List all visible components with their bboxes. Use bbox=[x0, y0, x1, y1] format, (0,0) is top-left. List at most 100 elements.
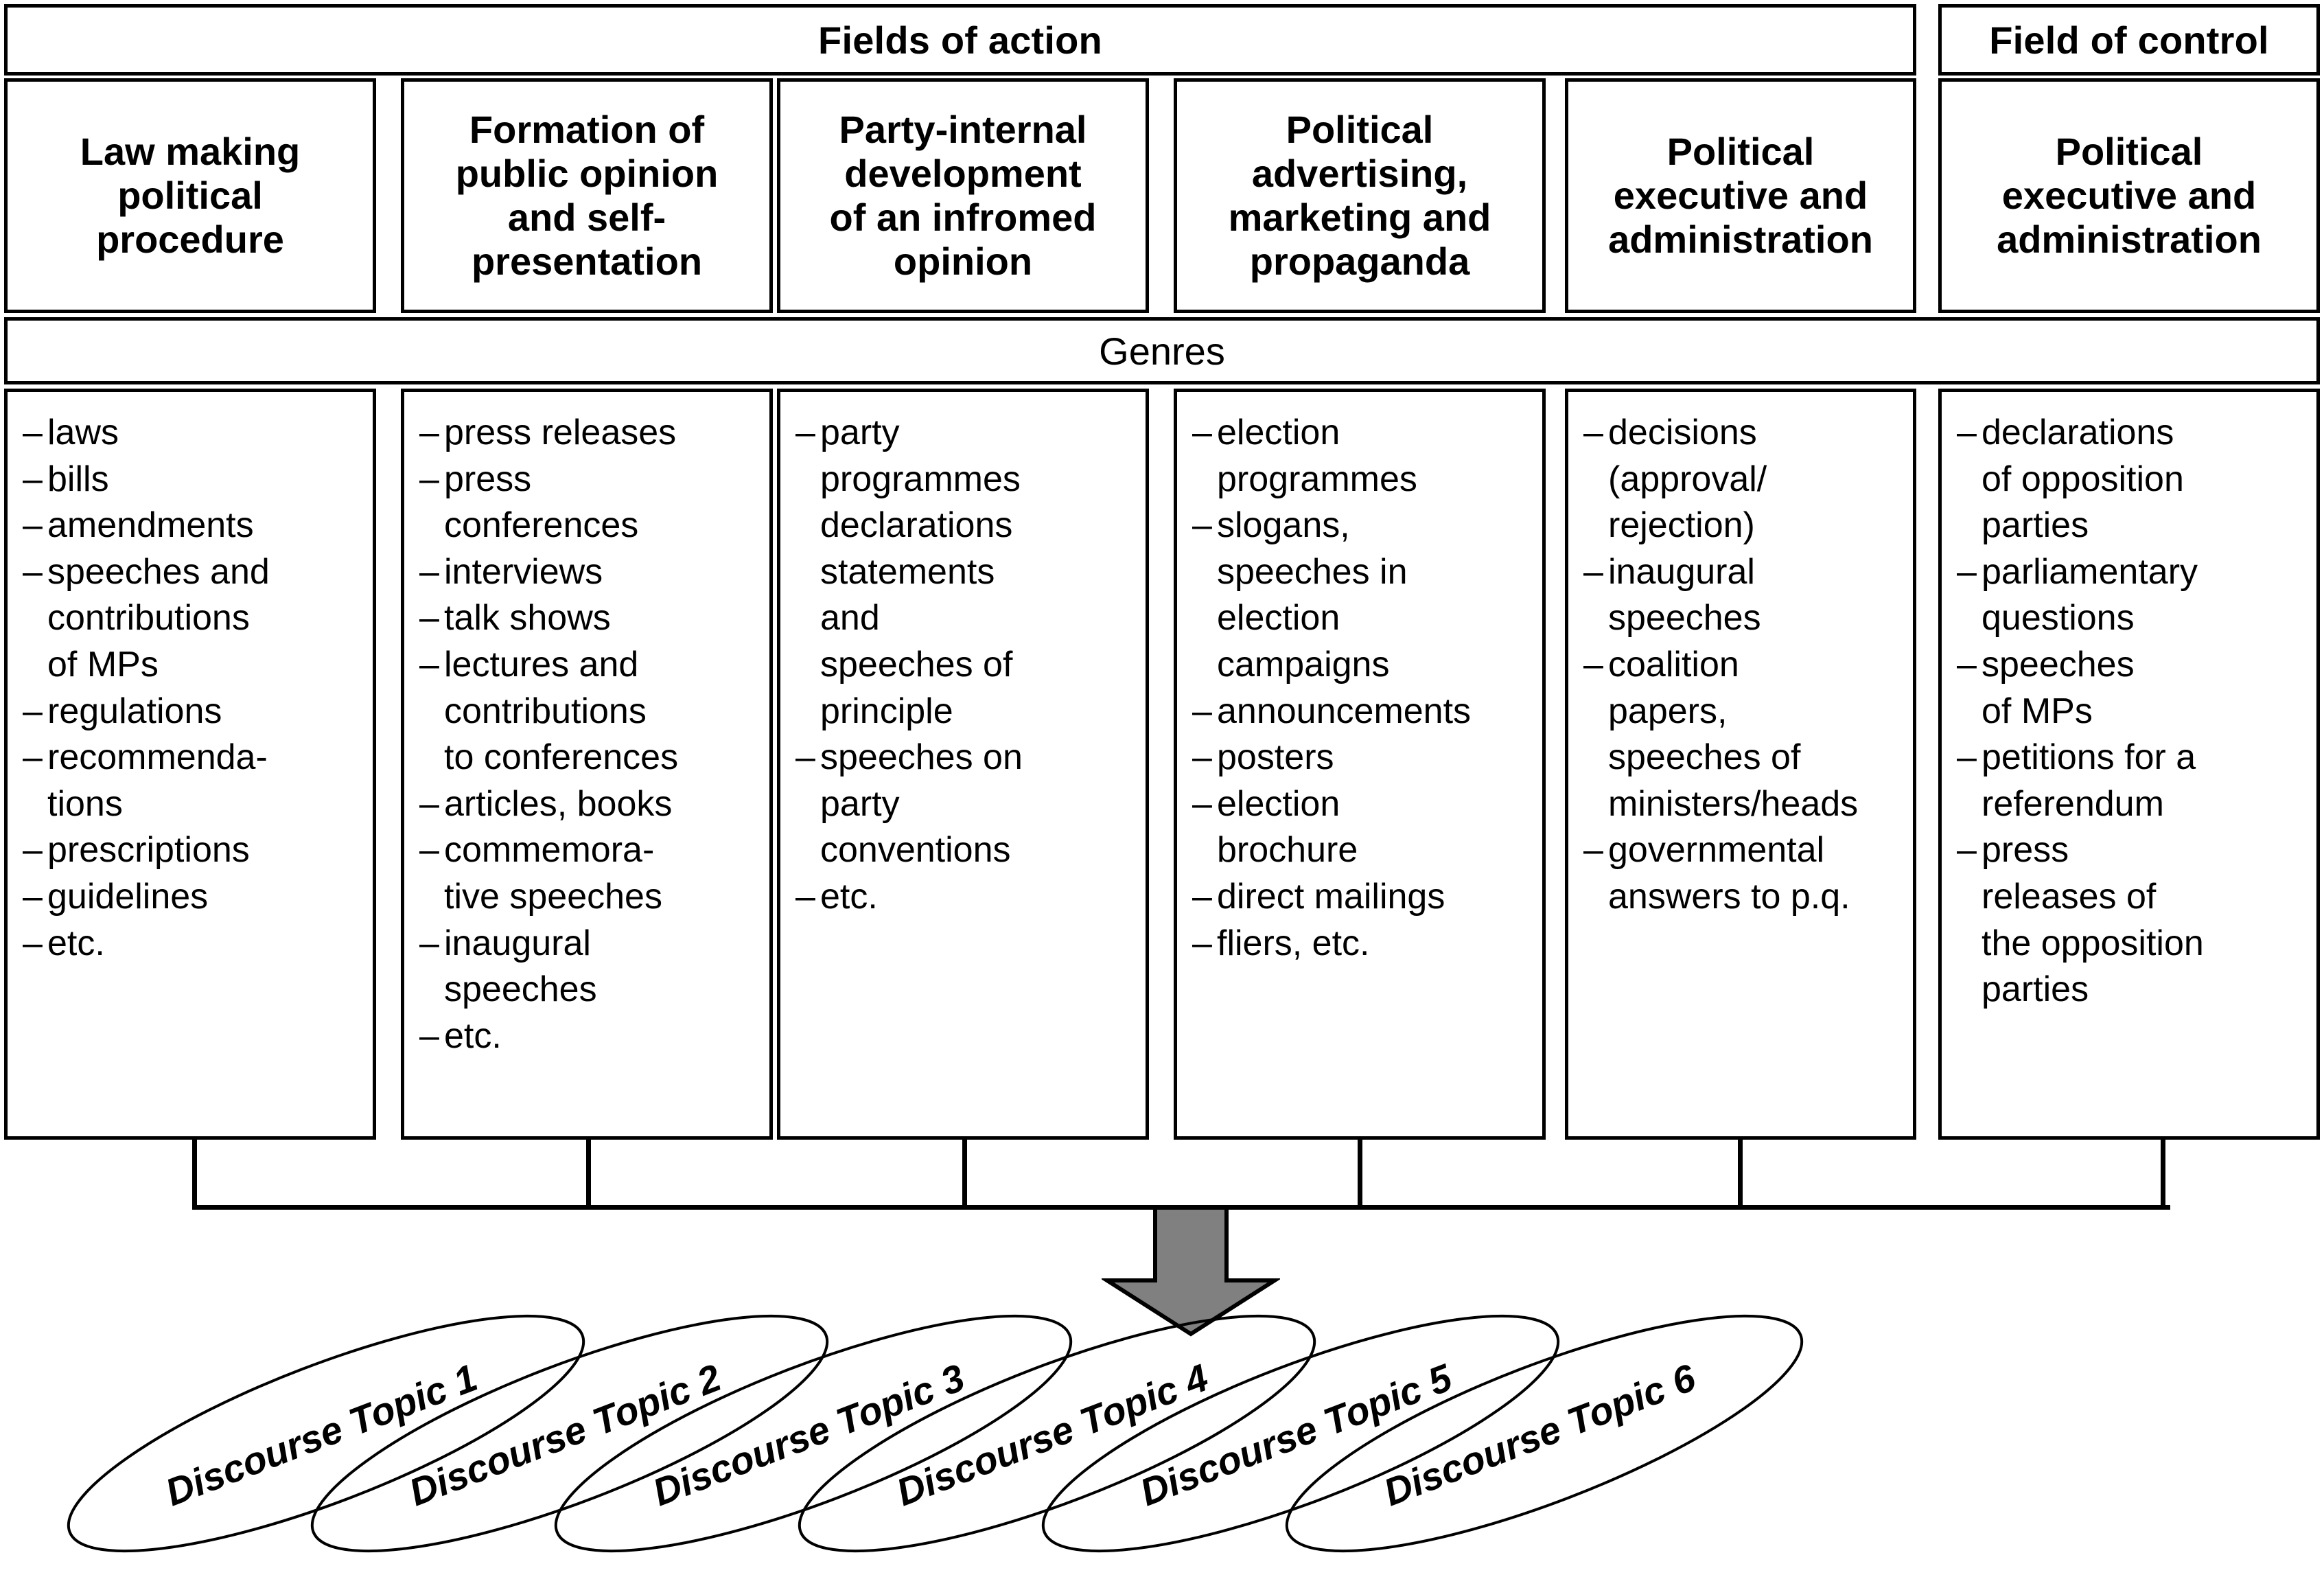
connector-drop-public-opinion bbox=[586, 1140, 591, 1210]
list-item: –inaugural speeches bbox=[404, 921, 769, 1013]
discourse-topics-group: Discourse Topic 1 Discourse Topic 2 Disc… bbox=[0, 1277, 2324, 1588]
bullet-dash: – bbox=[23, 923, 43, 963]
list-item: –regulations bbox=[8, 689, 373, 735]
band-field-of-control: Field of control bbox=[1938, 4, 2320, 76]
bullet-dash: – bbox=[1192, 923, 1212, 963]
bullet-dash: – bbox=[23, 876, 43, 917]
discourse-topic-ellipse bbox=[554, 1314, 1073, 1553]
list-item: –petitions for a referendum bbox=[1942, 735, 2316, 827]
bullet-dash: – bbox=[1192, 876, 1212, 917]
list-item: –fliers, etc. bbox=[1177, 921, 1542, 967]
list-item: –etc. bbox=[8, 921, 373, 967]
bullet-dash: – bbox=[1957, 737, 1977, 778]
discourse-topic-ellipse bbox=[798, 1314, 1316, 1553]
list-item: –decisions (approval/ rejection) bbox=[1568, 410, 1913, 549]
down-arrow-icon bbox=[1102, 1206, 1280, 1337]
column-title-political-executive-control-label: Political executive and administration bbox=[1997, 130, 2262, 261]
list-item: –amendments bbox=[8, 503, 373, 549]
bullet-dash: – bbox=[1192, 737, 1212, 778]
genre-list-party-internal: –party programmes declarations statement… bbox=[780, 410, 1146, 921]
genre-cell-political-advertising: –election programmes –slogans, speeches … bbox=[1174, 389, 1546, 1140]
list-item: –talk shows bbox=[404, 595, 769, 642]
bullet-dash: – bbox=[419, 1015, 439, 1056]
genre-list-law-making: –laws –bills –amendments –speeches and c… bbox=[8, 410, 373, 967]
bullet-dash: – bbox=[795, 737, 815, 778]
column-title-political-advertising-label: Political advertising, marketing and pro… bbox=[1228, 108, 1491, 283]
band-fields-of-action: Fields of action bbox=[4, 4, 1916, 76]
bullet-dash: – bbox=[23, 459, 43, 499]
list-item: –governmental answers to p.q. bbox=[1568, 827, 1913, 920]
list-item: –prescriptions bbox=[8, 827, 373, 874]
bullet-dash: – bbox=[1192, 783, 1212, 824]
bullet-dash: – bbox=[1192, 413, 1212, 452]
column-title-political-advertising: Political advertising, marketing and pro… bbox=[1174, 78, 1546, 313]
list-item: –guidelines bbox=[8, 874, 373, 921]
bullet-dash: – bbox=[1192, 691, 1212, 731]
genre-cell-law-making: –laws –bills –amendments –speeches and c… bbox=[4, 389, 376, 1140]
column-title-party-internal-label: Party-internal development of an infrome… bbox=[829, 108, 1097, 283]
bullet-dash: – bbox=[23, 737, 43, 778]
connector-drop-political-executive bbox=[1738, 1140, 1743, 1210]
genre-cell-political-executive-control: –declarations of opposition parties –par… bbox=[1938, 389, 2320, 1140]
connector-drop-law-making bbox=[192, 1140, 197, 1210]
bullet-dash: – bbox=[23, 691, 43, 731]
bullet-dash: – bbox=[1192, 505, 1212, 546]
connector-drop-party-internal bbox=[962, 1140, 967, 1210]
list-item: –speeches of MPs bbox=[1942, 642, 2316, 735]
bullet-dash: – bbox=[419, 830, 439, 871]
list-item: –coalition papers, speeches of ministers… bbox=[1568, 642, 1913, 827]
bullet-dash: – bbox=[1583, 830, 1603, 871]
genre-list-political-executive-control: –declarations of opposition parties –par… bbox=[1942, 410, 2316, 1013]
bullet-dash: – bbox=[419, 413, 439, 452]
discourse-topic-ellipse bbox=[1285, 1314, 1804, 1553]
list-item: –commemora- tive speeches bbox=[404, 827, 769, 920]
bullet-dash: – bbox=[419, 598, 439, 638]
list-item: –recommenda- tions bbox=[8, 735, 373, 827]
genre-list-political-executive: –decisions (approval/ rejection) –inaugu… bbox=[1568, 410, 1913, 921]
bullet-dash: – bbox=[419, 923, 439, 963]
column-title-political-executive-control: Political executive and administration bbox=[1938, 78, 2320, 313]
list-item: –announcements bbox=[1177, 689, 1542, 735]
bullet-dash: – bbox=[23, 505, 43, 546]
column-title-public-opinion-label: Formation of public opinion and self- pr… bbox=[455, 108, 719, 283]
discourse-topics-ellipses: Discourse Topic 1 Discourse Topic 2 Disc… bbox=[67, 1314, 1804, 1553]
list-item: –interviews bbox=[404, 549, 769, 596]
list-item: –press conferences bbox=[404, 457, 769, 549]
connector-drop-political-advertising bbox=[1358, 1140, 1362, 1210]
list-item: –articles, books bbox=[404, 781, 769, 828]
bullet-dash: – bbox=[419, 459, 439, 499]
list-item: –slogans, speeches in election campaigns bbox=[1177, 503, 1542, 688]
list-item: –direct mailings bbox=[1177, 874, 1542, 921]
bullet-dash: – bbox=[1957, 830, 1977, 871]
column-title-political-executive: Political executive and administration bbox=[1565, 78, 1916, 313]
discourse-topic-ellipse bbox=[67, 1314, 585, 1553]
bullet-dash: – bbox=[23, 413, 43, 452]
list-item: –bills bbox=[8, 457, 373, 503]
column-title-party-internal: Party-internal development of an infrome… bbox=[777, 78, 1149, 313]
genre-list-public-opinion: –press releases –press conferences –inte… bbox=[404, 410, 769, 1059]
genre-cell-party-internal: –party programmes declarations statement… bbox=[777, 389, 1149, 1140]
bullet-dash: – bbox=[1957, 551, 1977, 592]
list-item: –press releases bbox=[404, 410, 769, 457]
bullet-dash: – bbox=[23, 551, 43, 592]
list-item: –lectures and contributions to conferenc… bbox=[404, 642, 769, 781]
list-item: –election brochure bbox=[1177, 781, 1542, 874]
bullet-dash: – bbox=[419, 551, 439, 592]
list-item: –etc. bbox=[404, 1013, 769, 1060]
genre-list-political-advertising: –election programmes –slogans, speeches … bbox=[1177, 410, 1542, 967]
list-item: –declarations of opposition parties bbox=[1942, 410, 2316, 549]
list-item: –inaugural speeches bbox=[1568, 549, 1913, 642]
genre-cell-public-opinion: –press releases –press conferences –inte… bbox=[401, 389, 773, 1140]
list-item: –speeches and contributions of MPs bbox=[8, 549, 373, 689]
bullet-dash: – bbox=[795, 876, 815, 917]
bullet-dash: – bbox=[1583, 551, 1603, 592]
bullet-dash: – bbox=[23, 830, 43, 871]
list-item: –parliamentary questions bbox=[1942, 549, 2316, 642]
list-item: –press releases of the opposition partie… bbox=[1942, 827, 2316, 1013]
bullet-dash: – bbox=[419, 644, 439, 684]
bullet-dash: – bbox=[795, 413, 815, 452]
band-genres: Genres bbox=[4, 317, 2320, 384]
list-item: –posters bbox=[1177, 735, 1542, 781]
genre-cell-political-executive: –decisions (approval/ rejection) –inaugu… bbox=[1565, 389, 1916, 1140]
band-fields-of-action-label: Fields of action bbox=[818, 18, 1102, 62]
